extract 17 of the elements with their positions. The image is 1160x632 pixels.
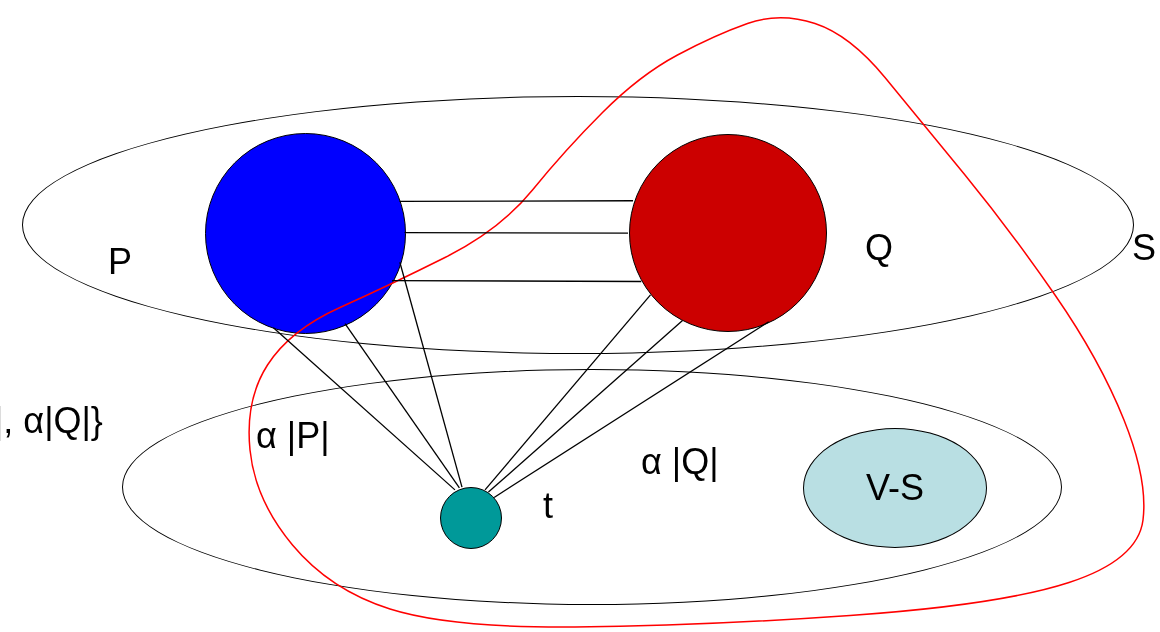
set-label: S — [1132, 230, 1156, 266]
edge-line — [487, 319, 684, 493]
edge-line — [399, 261, 463, 488]
set-label: P — [108, 244, 132, 280]
edge-line — [391, 279, 642, 283]
edge-line — [403, 232, 629, 234]
edge-line — [272, 327, 456, 491]
capacity-label: α |P| — [256, 418, 330, 454]
set-label: V-S — [866, 470, 924, 506]
set-label: Q — [865, 230, 893, 266]
edge-line — [484, 294, 652, 491]
capacity-label: α |Q| — [641, 444, 719, 480]
edge-line — [493, 321, 770, 499]
edge-line — [344, 323, 461, 489]
capacity-label: |, α|Q|} — [0, 403, 103, 439]
set-label: t — [543, 488, 553, 524]
edge-line — [399, 200, 634, 202]
